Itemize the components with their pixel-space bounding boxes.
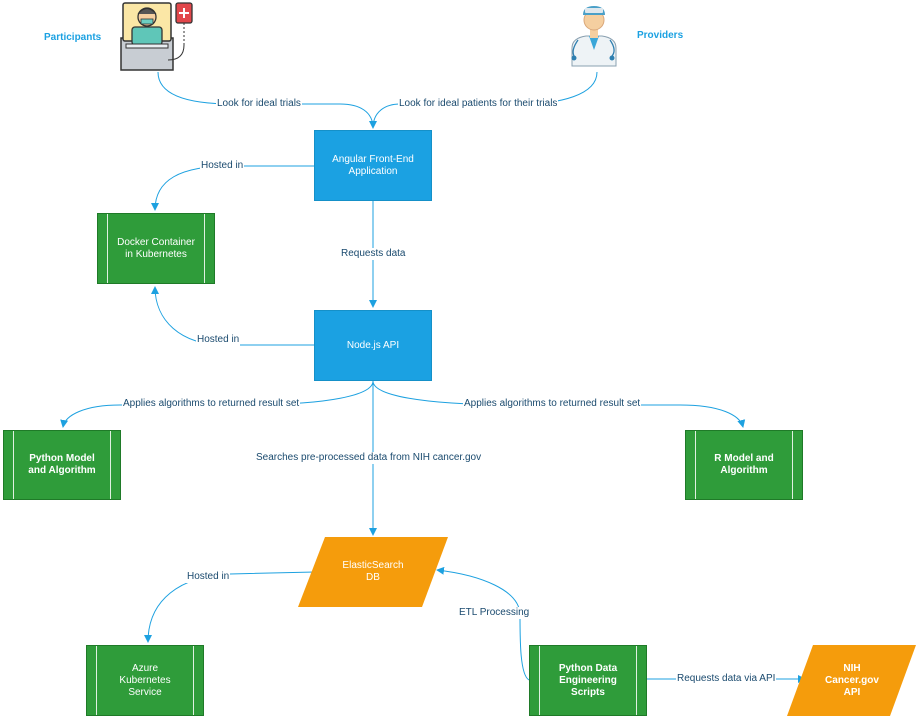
azure-kubernetes-label: Azure Kubernetes Service: [119, 662, 171, 698]
edge-label-hosted-in-2: Hosted in: [196, 334, 241, 346]
edge-label-requests-data: Requests data: [340, 248, 407, 260]
edge-hosted-in-3: [144, 571, 316, 643]
docker-container-label: Docker Container in Kubernetes: [117, 236, 195, 260]
edge-label-applies-right: Applies algorithms to returned result se…: [463, 398, 642, 410]
elasticsearch-db-label: ElasticSearch DB: [342, 560, 404, 583]
docker-container-node[interactable]: Docker Container in Kubernetes: [97, 213, 215, 284]
edge-label-look-patients: Look for ideal patients for their trials: [398, 98, 559, 110]
edge-label-hosted-in-1: Hosted in: [200, 160, 245, 172]
edge-label-searches: Searches pre-processed data from NIH can…: [255, 452, 483, 464]
edge-etl: [436, 566, 530, 681]
participants-label: Participants: [44, 32, 102, 43]
elasticsearch-db-node[interactable]: ElasticSearch DB: [325, 537, 421, 607]
edge-label-hosted-in-3: Hosted in: [186, 571, 231, 583]
edge-label-requests-api: Requests data via API: [676, 673, 777, 685]
doctor-icon: [571, 6, 617, 67]
elasticsearch-db-shape: [298, 537, 448, 607]
azure-kubernetes-node[interactable]: Azure Kubernetes Service: [86, 645, 204, 716]
edge-label-applies-left: Applies algorithms to returned result se…: [122, 398, 301, 410]
edge-label-etl: ETL Processing: [458, 607, 531, 619]
r-model-label: R Model and Algorithm: [714, 453, 774, 476]
nih-api-label: NIH Cancer.gov API: [825, 662, 879, 698]
python-data-engineering-label: Python Data Engineering Scripts: [558, 662, 618, 698]
nih-api-node[interactable]: NIH Cancer.gov API: [810, 645, 894, 716]
python-model-label: Python Model and Algorithm: [28, 453, 96, 476]
edge-label-look-trials: Look for ideal trials: [216, 98, 302, 110]
r-model-node[interactable]: R Model and Algorithm: [685, 430, 803, 500]
nih-api-shape: [787, 645, 916, 716]
angular-frontend-node[interactable]: Angular Front-End Application: [314, 130, 432, 201]
patient-in-bed-icon: [120, 2, 193, 71]
providers-label: Providers: [637, 30, 684, 41]
python-model-node[interactable]: Python Model and Algorithm: [3, 430, 121, 500]
edge-hosted-in-1: [151, 165, 314, 211]
nodejs-api-label: Node.js API: [346, 339, 400, 351]
angular-frontend-label: Angular Front-End Application: [332, 153, 414, 177]
python-data-engineering-node[interactable]: Python Data Engineering Scripts: [529, 645, 647, 716]
nodejs-api-node[interactable]: Node.js API: [314, 310, 432, 381]
